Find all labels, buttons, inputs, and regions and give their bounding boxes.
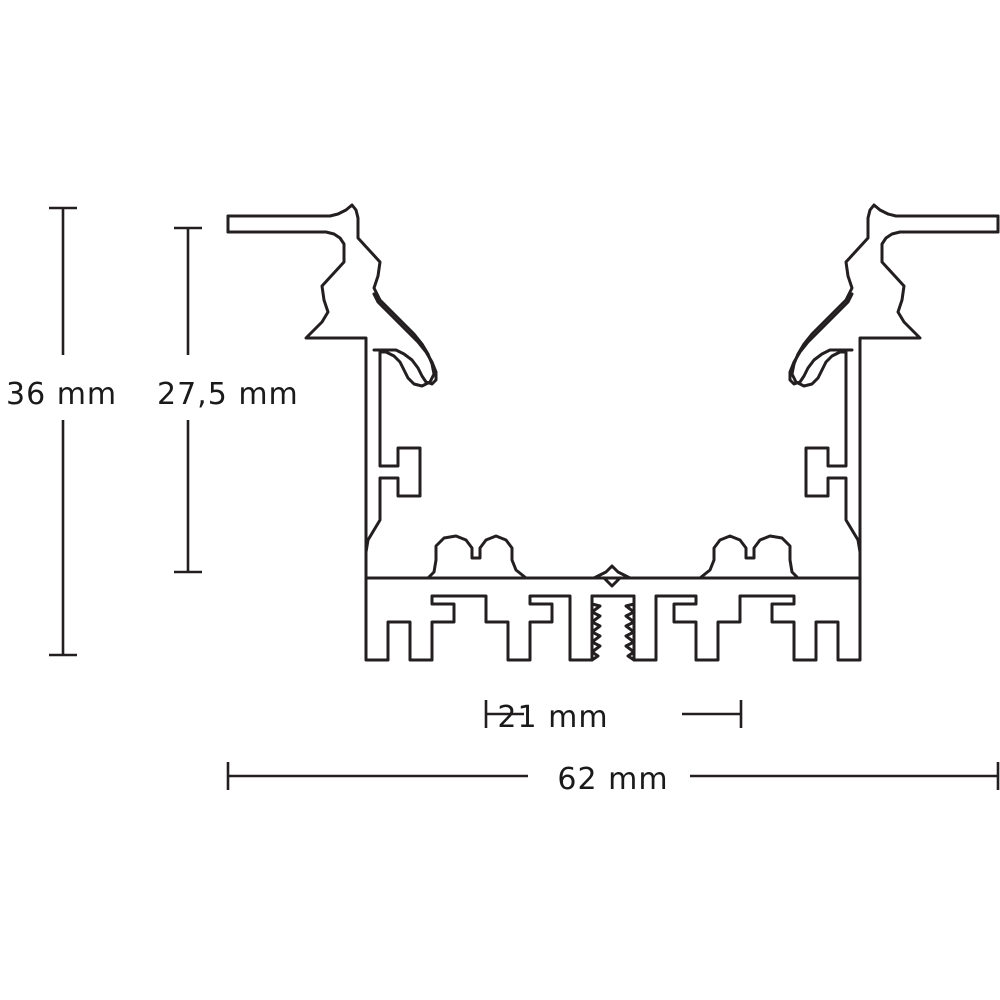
right-claw: [788, 292, 854, 386]
profile-body: [226, 203, 1000, 662]
left-claw: [372, 292, 438, 386]
dimension-width-inner: [484, 700, 743, 728]
screw-thread-right: [624, 594, 636, 662]
dimension-label-width-inner: 21 mm: [497, 700, 609, 735]
center-notch: [602, 576, 622, 588]
dimension-lines: [49, 206, 1000, 790]
profile-inner-walls: [364, 350, 862, 580]
dimension-height-inner: [174, 226, 202, 574]
dimension-label-height-total: 36 mm: [6, 377, 118, 412]
profile-outline: [226, 203, 1000, 662]
screw-thread-left: [590, 594, 602, 662]
dimension-width-total: [226, 762, 1000, 790]
dimension-label-height-inner: 27,5 mm: [157, 377, 299, 412]
dimension-height-total: [49, 206, 77, 657]
dimension-label-width-total: 62 mm: [557, 762, 669, 797]
